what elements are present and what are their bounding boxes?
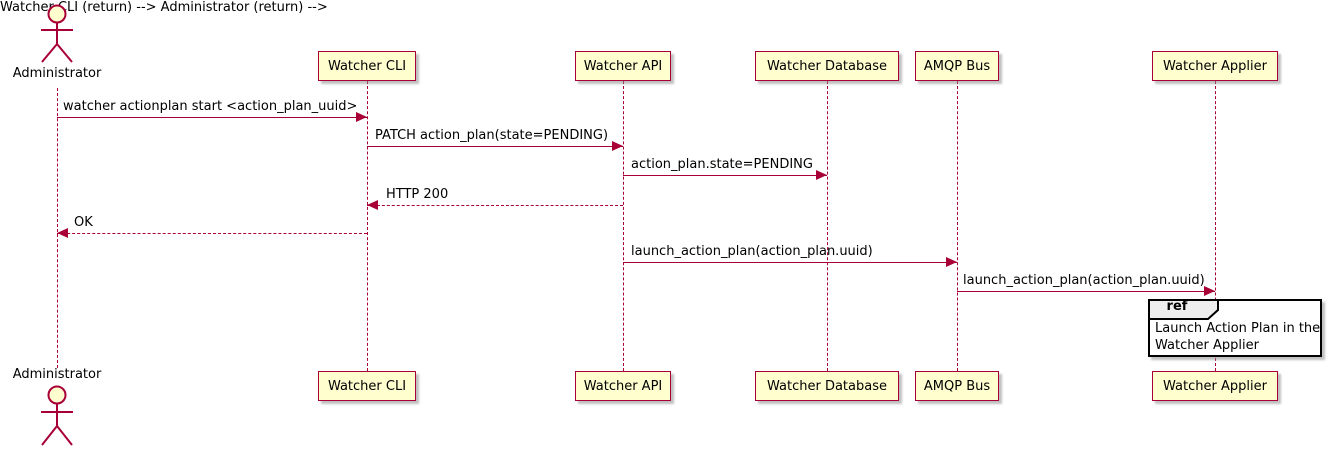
arrowhead-right-icon (612, 141, 623, 151)
message-label: action_plan.state=PENDING (631, 157, 813, 172)
message-line (623, 262, 957, 263)
message-line (367, 146, 623, 147)
message-label: HTTP 200 (386, 187, 449, 202)
participant-amqp-bus-bottom: AMQP Bus (915, 371, 999, 401)
participant-label: Watcher API (583, 378, 663, 394)
ref-text-line1: Launch Action Plan in the (1155, 321, 1321, 336)
participant-watcher-api-bottom: Watcher API (575, 371, 671, 401)
participant-label: AMQP Bus (923, 378, 991, 394)
participant-label: Watcher API (583, 58, 663, 74)
participant-label: Watcher Database (767, 58, 887, 74)
arrowhead-right-icon (1204, 286, 1215, 296)
participant-watcher-cli-top: Watcher CLI (318, 51, 416, 81)
lifeline-amqp-bus (957, 81, 958, 371)
participant-watcher-applier-bottom: Watcher Applier (1152, 371, 1278, 401)
actor-icon (33, 3, 81, 69)
lifeline-watcher-api (623, 81, 624, 371)
arrowhead-right-icon (816, 170, 827, 180)
lifeline-watcher-applier (1215, 81, 1216, 371)
arrowhead-right-icon (356, 112, 367, 122)
ref-text-line2: Watcher Applier (1155, 338, 1259, 353)
message-line (57, 117, 367, 118)
actor-label-top: Administrator (12, 66, 102, 81)
message-label: launch_action_plan(action_plan.uuid) (963, 273, 1205, 288)
message-label: PATCH action_plan(state=PENDING) (375, 128, 609, 143)
message-line-return (57, 233, 367, 234)
lifeline-watcher-database (827, 81, 828, 371)
participant-watcher-cli-bottom: Watcher CLI (318, 371, 416, 401)
arrowhead-right-icon (946, 257, 957, 267)
ref-text: Launch Action Plan in the Watcher Applie… (1155, 320, 1320, 354)
lifeline-watcher-cli (367, 81, 368, 371)
message-label: watcher actionplan start <action_plan_uu… (63, 99, 358, 114)
participant-label: Watcher CLI (327, 58, 407, 74)
participant-label: Watcher Applier (1163, 58, 1267, 74)
participant-amqp-bus-top: AMQP Bus (915, 51, 999, 81)
participant-watcher-database-top: Watcher Database (755, 51, 899, 81)
message-label: launch_action_plan(action_plan.uuid) (631, 244, 873, 259)
ref-fragment: ref Launch Action Plan in the Watcher Ap… (1148, 299, 1322, 357)
actor-icon (33, 383, 81, 453)
message-line (957, 291, 1215, 292)
participant-watcher-database-bottom: Watcher Database (755, 371, 899, 401)
participant-watcher-api-top: Watcher API (575, 51, 671, 81)
arrowhead-left-icon (57, 228, 68, 238)
participant-label: Watcher CLI (327, 378, 407, 394)
message-line-return (367, 205, 623, 206)
participant-label: Watcher Applier (1163, 378, 1267, 394)
participant-label: Watcher Database (767, 378, 887, 394)
message-line (623, 175, 827, 176)
ref-keyword: ref (1166, 299, 1188, 314)
ref-tab: ref (1148, 299, 1220, 324)
actor-label-bottom: Administrator (12, 367, 102, 382)
participant-label: AMQP Bus (923, 58, 991, 74)
arrowhead-left-icon (367, 200, 378, 210)
message-label: OK (74, 215, 93, 230)
participant-watcher-applier-top: Watcher Applier (1152, 51, 1278, 81)
